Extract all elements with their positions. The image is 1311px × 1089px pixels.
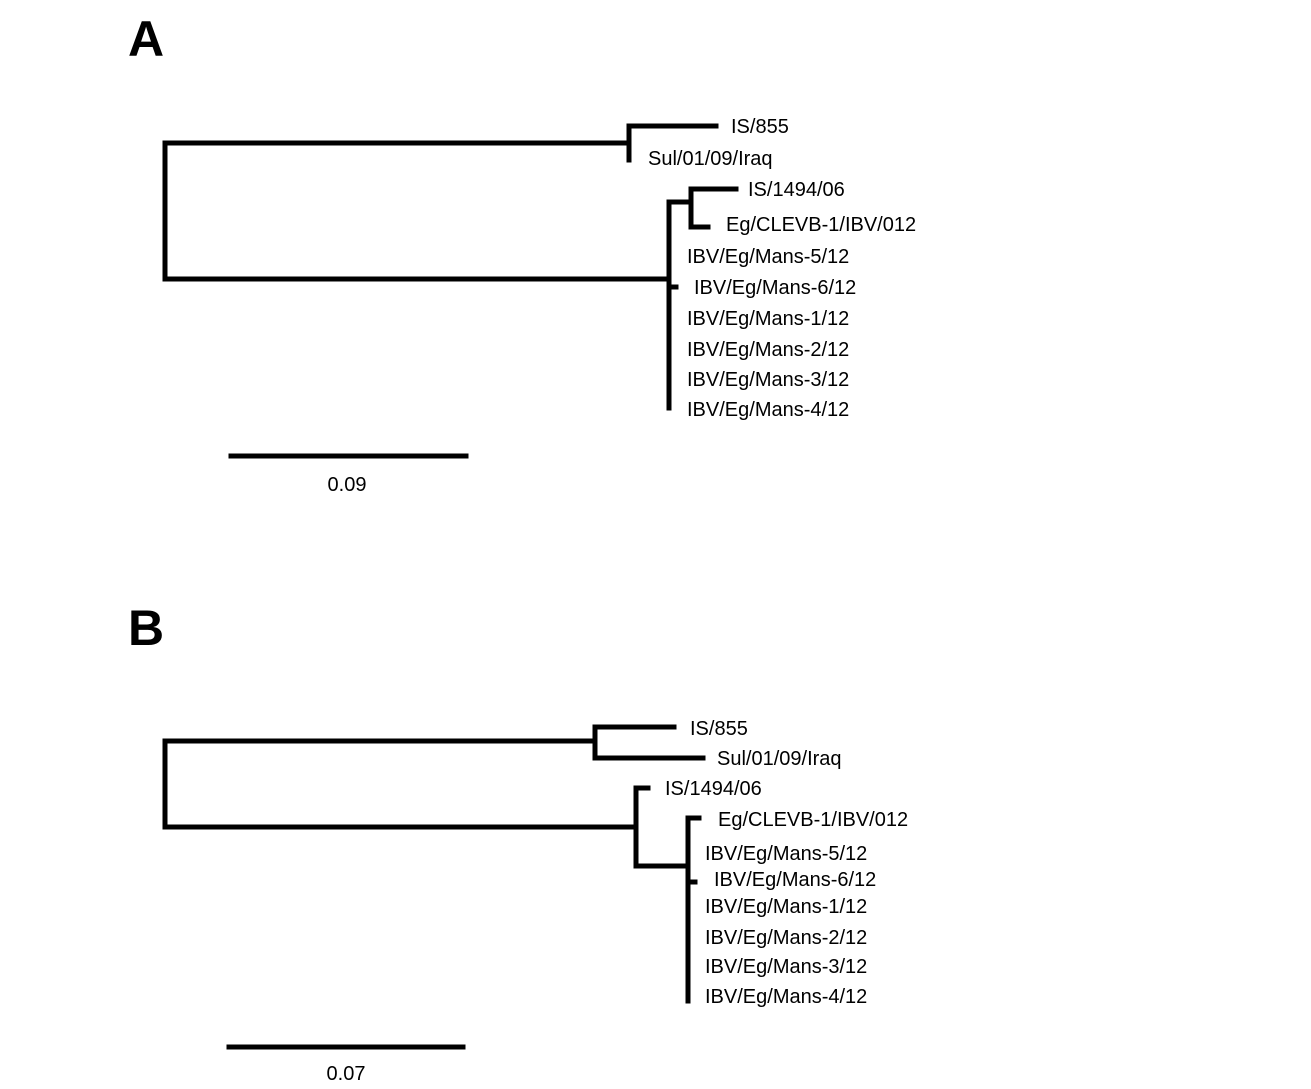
taxon-label: Sul/01/09/Iraq: [717, 748, 842, 770]
taxon-label: IBV/Eg/Mans-1/12: [687, 308, 849, 330]
panel-label-b: B: [128, 600, 164, 656]
scale-label-a: 0.09: [328, 474, 367, 496]
taxon-label: Eg/CLEVB-1/IBV/012: [718, 809, 908, 831]
panel-b: B IS/855 Sul/01/09/Iraq IS/1494/06 Eg/CL…: [128, 600, 908, 1085]
tree-a-labels: IS/855 Sul/01/09/Iraq IS/1494/06 Eg/CLEV…: [648, 116, 916, 421]
taxon-label: IBV/Eg/Mans-1/12: [705, 896, 867, 918]
taxon-label: IS/1494/06: [748, 179, 845, 201]
taxon-label: Sul/01/09/Iraq: [648, 148, 773, 170]
taxon-label: IS/855: [690, 718, 748, 740]
taxon-label: IS/1494/06: [665, 778, 762, 800]
taxon-label: IBV/Eg/Mans-2/12: [705, 927, 867, 949]
taxon-label: IBV/Eg/Mans-3/12: [705, 956, 867, 978]
tree-b-labels: IS/855 Sul/01/09/Iraq IS/1494/06 Eg/CLEV…: [665, 718, 908, 1008]
taxon-label: IBV/Eg/Mans-4/12: [687, 399, 849, 421]
taxon-label: IS/855: [731, 116, 789, 138]
taxon-label: IBV/Eg/Mans-5/12: [687, 246, 849, 268]
tree-b-branches: [162, 724, 706, 1004]
scale-label-b: 0.07: [327, 1063, 366, 1085]
taxon-label: IBV/Eg/Mans-6/12: [694, 277, 856, 299]
taxon-label: Eg/CLEVB-1/IBV/012: [726, 214, 916, 236]
tree-a-branches: [162, 123, 739, 411]
taxon-label: IBV/Eg/Mans-2/12: [687, 339, 849, 361]
panel-label-a: A: [128, 11, 164, 67]
taxon-label: IBV/Eg/Mans-4/12: [705, 986, 867, 1008]
panel-a: A IS/855 Sul/01/09/Iraq IS/1494/06 Eg/CL…: [128, 11, 916, 496]
taxon-label: IBV/Eg/Mans-6/12: [714, 869, 876, 891]
taxon-label: IBV/Eg/Mans-3/12: [687, 369, 849, 391]
taxon-label: IBV/Eg/Mans-5/12: [705, 843, 867, 865]
